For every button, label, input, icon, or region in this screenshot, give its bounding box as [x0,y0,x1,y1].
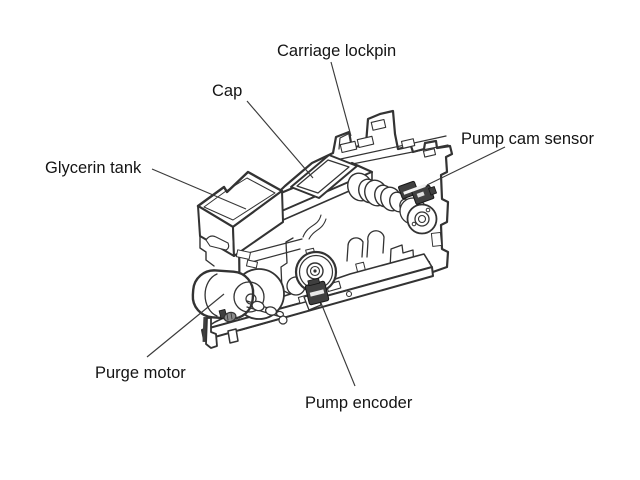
leader-cap [246,100,314,179]
label-purge-motor: Purge motor [95,364,186,382]
label-cap: Cap [212,82,242,100]
label-glycerin-tank: Glycerin tank [45,159,142,177]
leader-lines [146,61,506,387]
pump-encoder-part [303,277,330,311]
cap-part [290,154,358,199]
leader-carriage-lockpin [330,61,352,137]
frame-details [247,118,449,297]
glycerin-tank-part [196,170,284,269]
purge-motor-part [191,268,285,320]
label-pump-encoder: Pump encoder [305,394,413,412]
leader-purge-motor [146,293,225,358]
pump-cam-sensor-part [398,180,437,205]
leader-glycerin-tank [151,168,247,210]
part-labels: Carriage lockpin Cap Pump cam sensor Gly… [45,42,594,412]
leader-pump-encoder [320,302,356,387]
label-carriage-lockpin: Carriage lockpin [277,42,396,60]
label-pump-cam-sensor: Pump cam sensor [461,130,594,148]
mounting-feet [202,308,239,349]
pump-pulley [286,250,338,296]
leader-pump-cam-sensor [426,146,506,186]
purge-unit-drawing [191,109,454,349]
